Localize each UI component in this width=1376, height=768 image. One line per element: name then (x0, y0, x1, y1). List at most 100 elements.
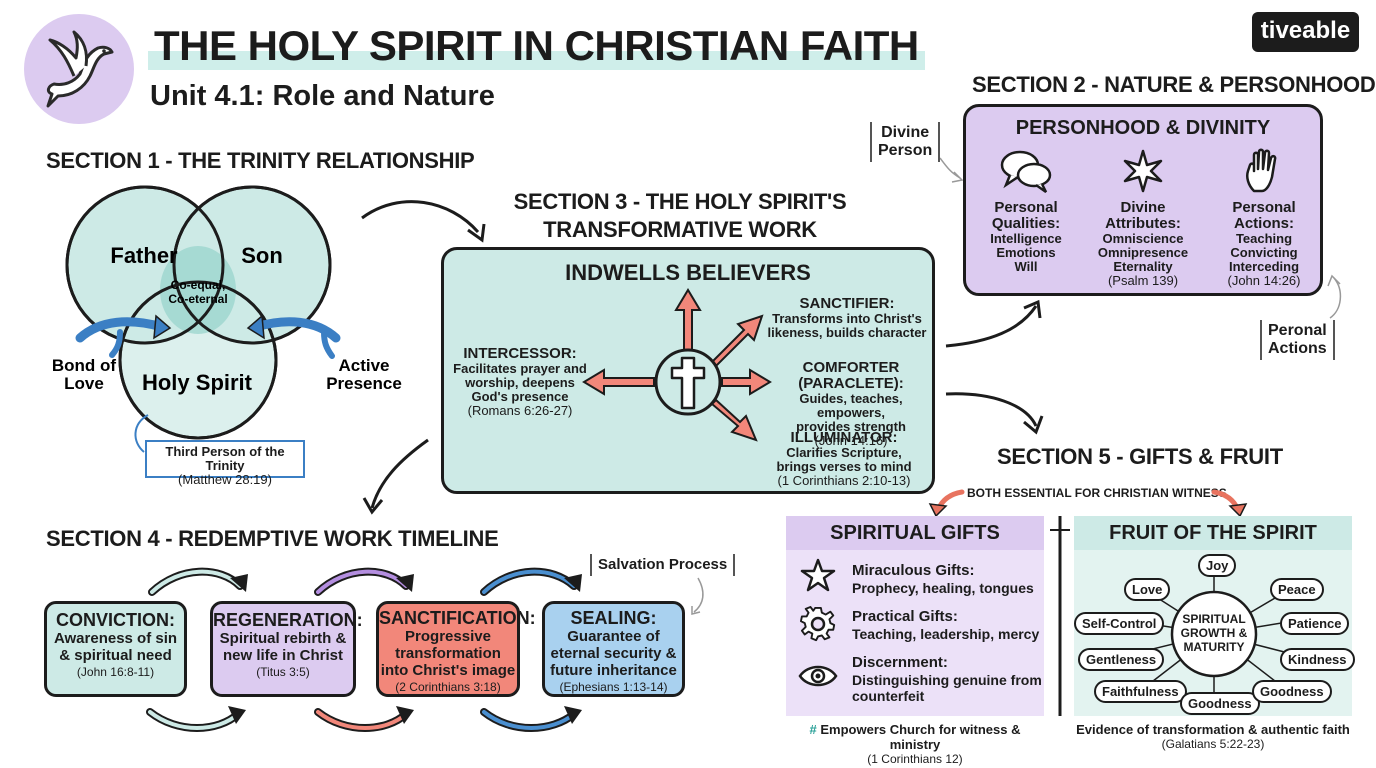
fruit-center-line3: MATURITY (1183, 640, 1245, 654)
personal-actions-note: Peronal Actions (1260, 320, 1335, 360)
illuminator-l3: (1 Corinthians 2:10-13) (777, 473, 911, 488)
comforter-block: COMFORTER (PARACLETE): Guides, teaches, … (768, 360, 934, 448)
divine-note-line1: Divine (881, 124, 930, 141)
dove-icon (46, 30, 114, 108)
section4-heading: SECTION 4 - REDEMPTIVE WORK TIMELINE (46, 526, 499, 551)
actions-l1: Teaching (1235, 231, 1293, 246)
indwells-box: INDWELLS BELIEVERS INTERCESSOR: Facilita… (441, 247, 935, 494)
fruit-center-label: SPIRITUAL GROWTH & MATURITY (1172, 612, 1256, 654)
section3-heading-line2: TRANSFORMATIVE WORK (543, 217, 817, 242)
attributes-h2: Attributes: (1105, 215, 1181, 232)
salvation-process-note: Salvation Process (590, 554, 736, 576)
third-person-label: Third Person of the Trinity (165, 444, 285, 473)
divine-attributes-column: Divine Attributes: Omniscience Omniprese… (1088, 147, 1198, 288)
actions-l2: Convicting (1230, 245, 1298, 260)
fruit-goodness-2: Goodness (1252, 680, 1332, 703)
page-title: THE HOLY SPIRIT IN CHRISTIAN FAITH (148, 22, 925, 70)
dove-logo-circle (24, 14, 134, 124)
fruit-title: FRUIT OF THE SPIRIT (1074, 516, 1352, 550)
intercessor-l4: (Romans 6:26-27) (467, 403, 573, 418)
fruit-center-circle (1170, 590, 1258, 678)
regeneration-l2: new life in Christ (222, 647, 343, 664)
gear-icon (800, 606, 836, 642)
timeline-sanctification: SANCTIFICATION: Progressive transformati… (376, 601, 536, 697)
practical-gifts-heading: Practical Gifts: (852, 608, 958, 625)
fruit-peace: Peace (1270, 578, 1324, 601)
gifts-footer: # Empowers Church for witness & ministry… (784, 722, 1046, 766)
fruit-joy: Joy (1198, 554, 1237, 577)
sanctifier-l1: Transforms into Christ's (772, 311, 922, 326)
illuminator-heading: ILLUMINATOR: (790, 429, 898, 446)
regeneration-heading: REGENERATION: (213, 610, 363, 630)
qualities-l2: Emotions (996, 245, 1056, 260)
section1-heading: SECTION 1 - THE TRINITY RELATIONSHIP (46, 148, 475, 173)
intercessor-l3: God's presence (471, 389, 569, 404)
gifts-footer-line2: (1 Corinthians 12) (867, 752, 963, 766)
bond-label-1: Bond of (52, 356, 117, 375)
indwells-arrows (582, 288, 772, 442)
brand-logo-text: tiveable (1260, 17, 1351, 44)
conviction-ref: (John 16:8-11) (76, 665, 155, 679)
actions-h1: Personal (1232, 199, 1296, 216)
son-label: Son (241, 243, 283, 268)
coeternal-label: Co-eternal (168, 292, 227, 306)
attributes-l4: (Psalm 139) (1107, 273, 1179, 288)
intercessor-l1: Facilitates prayer and (453, 361, 587, 376)
conviction-heading: CONVICTION: (56, 610, 175, 630)
personhood-box: PERSONHOOD & DIVINITY Personal Qualities… (963, 104, 1323, 296)
actions-l4: (John 14:26) (1227, 273, 1301, 288)
miraculous-gifts-desc: Prophecy, healing, tongues (852, 580, 1034, 596)
attributes-l2: Omnipresence (1097, 245, 1189, 260)
conviction-l2: & spiritual need (59, 647, 172, 664)
trinity-venn-diagram: Father Son Holy Spirit Co-equal, Co-eter… (52, 185, 402, 453)
discernment-heading: Discernment: (852, 654, 948, 671)
comforter-l3: (John 14:16) (814, 433, 888, 448)
sanctifier-l2: likeness, builds character (767, 325, 927, 340)
qualities-h2: Qualities: (991, 215, 1061, 232)
sanctification-l1: Progressive (405, 628, 491, 645)
qualities-l1: Intelligence (990, 231, 1062, 246)
illuminator-block: ILLUMINATOR: Clarifies Scripture, brings… (766, 430, 922, 488)
active-label-2: Presence (326, 374, 402, 393)
discernment-desc2: counterfeit (852, 688, 925, 704)
sanctification-l2: transformation (395, 645, 501, 662)
section3-heading-line1: SECTION 3 - THE HOLY SPIRIT'S (513, 189, 847, 214)
fruit-footer: Evidence of transformation & authentic f… (1066, 722, 1360, 751)
star-burst-icon (1123, 149, 1163, 193)
qualities-h1: Personal (994, 199, 1058, 216)
personal-actions-column: Personal Actions: Teaching Convicting In… (1212, 147, 1316, 288)
hand-icon (1246, 148, 1277, 193)
fruit-faithfulness: Faithfulness (1094, 680, 1187, 703)
page-subtitle: Unit 4.1: Role and Nature (150, 80, 495, 112)
practical-gifts-desc: Teaching, leadership, mercy (852, 626, 1040, 642)
section2-heading: SECTION 2 - NATURE & PERSONHOOD (972, 72, 1376, 97)
personal-qualities-column: Personal Qualities: Intelligence Emotion… (974, 147, 1078, 274)
intercessor-block: INTERCESSOR: Facilitates prayer and wors… (450, 346, 590, 418)
third-person-ref: (Matthew 28:19) (178, 472, 272, 487)
fruit-love: Love (1124, 578, 1171, 601)
personhood-title: PERSONHOOD & DIVINITY (1015, 117, 1271, 139)
gifts-footer-line1: Empowers Church for witness & ministry (820, 722, 1021, 752)
actions-note-line2: Actions (1268, 340, 1327, 357)
timeline-regeneration: REGENERATION: Spiritual rebirth & new li… (210, 601, 363, 697)
fruit-kindness: Kindness (1280, 648, 1355, 671)
comforter-heading: COMFORTER (PARACLETE): (798, 359, 904, 392)
eye-icon (798, 665, 838, 687)
bond-label-2: Love (64, 374, 104, 393)
spiritual-gifts-panel: SPIRITUAL GIFTS Miraculous Gifts: Prophe… (786, 516, 1044, 716)
third-person-box: Third Person of the Trinity (Matthew 28:… (145, 440, 305, 487)
actions-h2: Actions: (1234, 215, 1294, 232)
miraculous-gifts-heading: Miraculous Gifts: (852, 562, 975, 579)
both-essential-label: BOTH ESSENTIAL FOR CHRISTIAN WITNESS (967, 486, 1227, 500)
regeneration-ref: (Titus 3:5) (256, 665, 310, 679)
fruit-footer-line2: (Galatians 5:22-23) (1161, 737, 1265, 751)
attributes-l1: Omniscience (1102, 231, 1184, 246)
section5-heading: SECTION 5 - GIFTS & FRUIT (997, 444, 1283, 469)
regeneration-l1: Spiritual rebirth & (219, 630, 347, 647)
attributes-h1: Divine (1120, 199, 1166, 216)
fruit-center-line2: GROWTH & (1180, 626, 1248, 640)
fruit-gentleness: Gentleness (1078, 648, 1165, 671)
cross-icon (670, 356, 706, 410)
comforter-l2: provides strength (796, 419, 906, 434)
fruit-goodness-1: Goodness (1180, 692, 1260, 715)
